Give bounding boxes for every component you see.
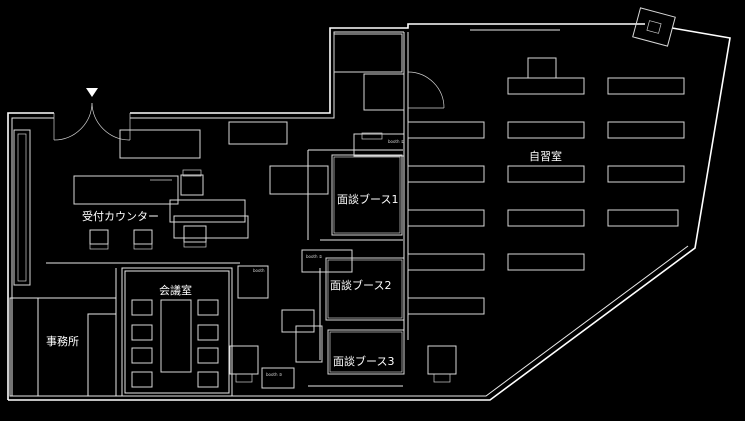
outer-walls bbox=[7, 23, 731, 401]
svg-text:booth: booth bbox=[253, 268, 265, 273]
booth2-label: 面談ブース2 bbox=[330, 278, 391, 292]
svg-text:booth ③: booth ③ bbox=[266, 372, 283, 377]
office-room bbox=[9, 268, 117, 397]
reception-area bbox=[13, 121, 288, 286]
reception-label: 受付カウンター bbox=[82, 210, 159, 223]
booth3-label: 面談ブース3 bbox=[333, 354, 394, 368]
svg-text:booth ②: booth ② bbox=[306, 254, 323, 259]
meeting-room-label: 会議室 bbox=[159, 283, 192, 297]
office-label: 事務所 bbox=[46, 334, 79, 348]
entrance-arrow-icon bbox=[86, 88, 98, 97]
svg-text:booth ①: booth ① bbox=[388, 139, 405, 144]
meeting-room: booth bbox=[121, 265, 269, 397]
self-study-room-label: 自習室 bbox=[529, 149, 562, 163]
self-study-room bbox=[333, 7, 685, 383]
booth1-label: 面談ブース1 bbox=[337, 192, 398, 206]
booth-zone: booth ① booth ② booth ③ bbox=[229, 132, 405, 389]
entrance bbox=[53, 88, 131, 141]
